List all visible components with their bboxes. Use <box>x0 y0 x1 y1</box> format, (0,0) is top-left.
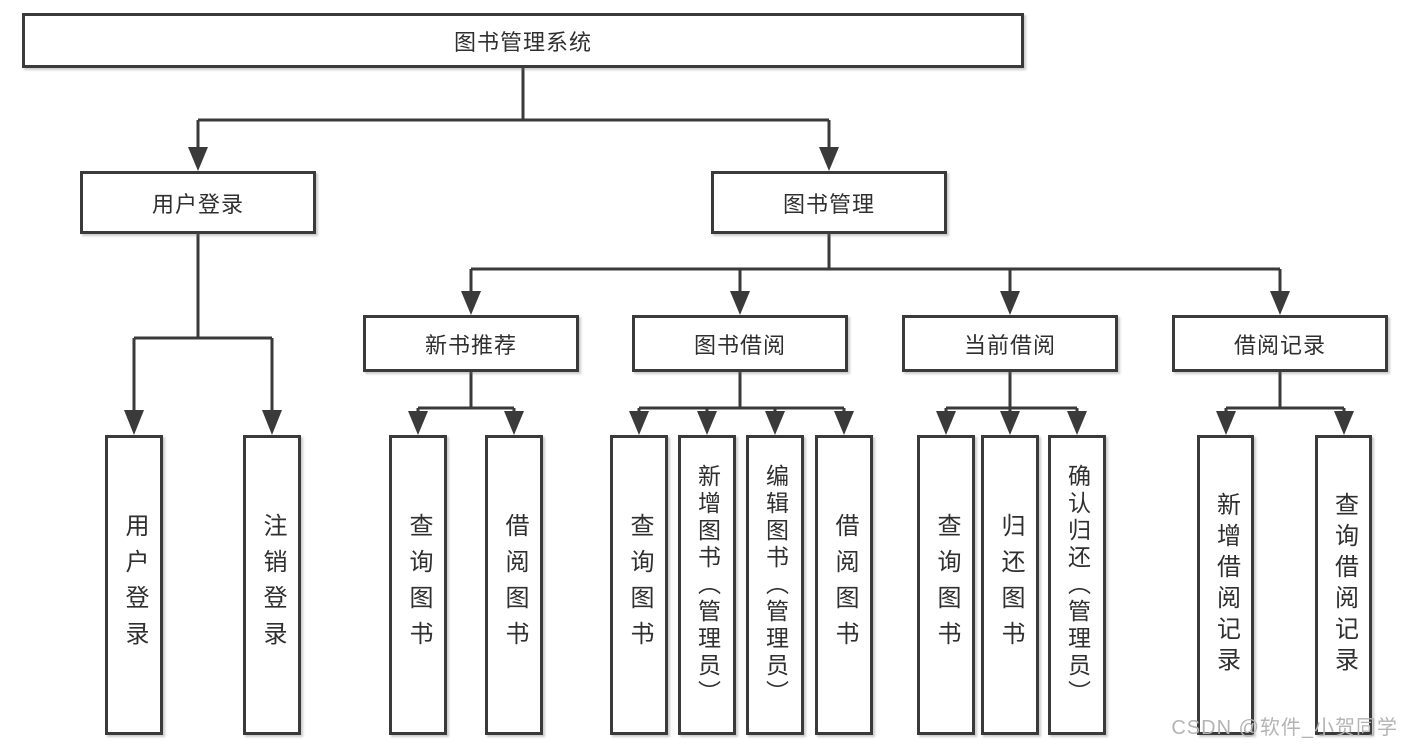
arrowhead <box>819 147 839 171</box>
connector-book-management-children <box>461 234 1290 315</box>
arrowhead <box>629 411 649 435</box>
node-leaf-user-login: 用户登录 <box>105 435 163 735</box>
node-label: 编辑图书（管理员） <box>762 463 789 707</box>
node-leaf-query-borrow-record: 查询借阅记录 <box>1315 435 1372 735</box>
arrowhead <box>936 411 956 435</box>
node-leaf-borrow-books: 借阅图书 <box>815 435 873 735</box>
arrowhead <box>1270 291 1290 315</box>
arrowhead <box>1067 411 1087 435</box>
node-leaf-edit-books-admin: 编辑图书（管理员） <box>746 435 804 735</box>
arrowhead <box>504 411 524 435</box>
arrowhead <box>765 411 785 435</box>
arrowhead <box>408 411 428 435</box>
node-leaf-query-books-recommend: 查询图书 <box>389 435 447 735</box>
arrowhead <box>1000 411 1020 435</box>
arrowhead <box>834 411 854 435</box>
arrowhead <box>461 291 481 315</box>
node-leaf-add-borrow-record: 新增借阅记录 <box>1197 435 1254 735</box>
arrowhead <box>697 411 717 435</box>
csdn-watermark: CSDN @软件_小贺同学 <box>1171 717 1398 739</box>
node-label: 当前借阅 <box>963 332 1056 358</box>
node-leaf-return-books: 归还图书 <box>981 435 1039 735</box>
node-leaf-borrow-books-recommend: 借阅图书 <box>485 435 543 735</box>
node-current-borrow: 当前借阅 <box>902 315 1118 372</box>
node-new-book-recommend: 新书推荐 <box>363 315 579 372</box>
node-label: 查询图书 <box>933 513 960 657</box>
connector-root-to-level2 <box>188 68 839 171</box>
node-label: 借阅记录 <box>1233 332 1326 358</box>
node-label: 新书推荐 <box>424 332 517 358</box>
connector-current-borrow-children <box>936 372 1087 435</box>
node-book-borrow: 图书借阅 <box>632 315 848 372</box>
node-user-login: 用户登录 <box>80 171 316 234</box>
node-label: 新增图书（管理员） <box>694 463 721 707</box>
node-library-management-system: 图书管理系统 <box>22 13 1024 68</box>
node-leaf-query-books-borrow: 查询图书 <box>610 435 668 735</box>
node-label: 归还图书 <box>997 513 1024 657</box>
node-borrow-records: 借阅记录 <box>1172 315 1388 372</box>
node-label: 用户登录 <box>121 513 148 657</box>
node-label: 查询借阅记录 <box>1330 492 1358 678</box>
node-label: 图书借阅 <box>693 332 786 358</box>
node-book-management: 图书管理 <box>711 171 947 234</box>
arrowhead <box>262 410 282 435</box>
node-leaf-query-books-current: 查询图书 <box>917 435 975 735</box>
node-label: 图书管理 <box>782 191 875 217</box>
connector-borrow-records-children <box>1216 372 1354 435</box>
node-label: 查询图书 <box>405 513 432 657</box>
connector-new-book-recommend-children <box>408 372 524 435</box>
arrowhead <box>188 147 208 171</box>
node-label: 借阅图书 <box>831 513 858 657</box>
node-label: 新增借阅记录 <box>1212 492 1240 678</box>
node-leaf-confirm-return-admin: 确认归还（管理员） <box>1048 435 1106 735</box>
arrowhead <box>1216 411 1236 435</box>
arrowhead <box>1000 291 1020 315</box>
node-label: 借阅图书 <box>501 513 528 657</box>
node-label: 用户登录 <box>151 191 244 217</box>
connector-book-borrow-children <box>629 372 854 435</box>
node-label: 图书管理系统 <box>453 29 592 55</box>
arrowhead <box>1334 411 1354 435</box>
node-leaf-add-books-admin: 新增图书（管理员） <box>678 435 736 735</box>
node-label: 注销登录 <box>259 513 286 657</box>
arrowhead <box>730 291 750 315</box>
node-label: 确认归还（管理员） <box>1064 463 1091 707</box>
node-label: 查询图书 <box>626 513 653 657</box>
arrowhead <box>124 410 144 435</box>
node-leaf-logout: 注销登录 <box>243 435 301 735</box>
connector-user-login-children <box>124 234 282 435</box>
